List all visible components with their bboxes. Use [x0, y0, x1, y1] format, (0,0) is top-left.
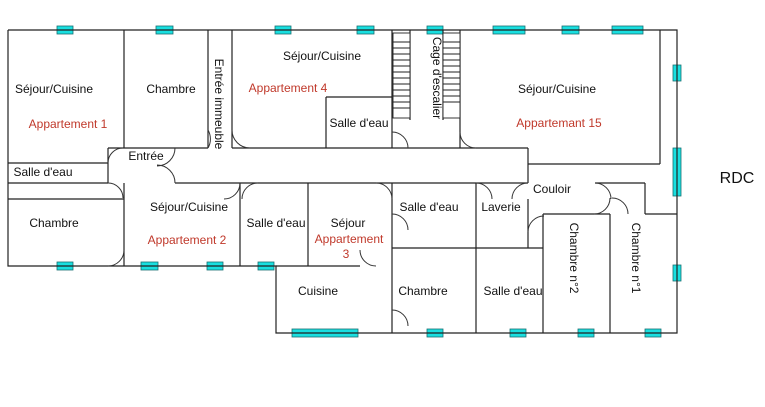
- room-label-cuisine-3: Cuisine: [298, 284, 338, 298]
- apartment-label-1: Appartement 1: [29, 117, 108, 131]
- room-label-entree: Entrée: [128, 149, 164, 163]
- room-label-sejour-3: Séjour: [331, 216, 366, 230]
- level-label: RDC: [720, 170, 755, 187]
- windows: [56, 25, 682, 338]
- apartment-label-3-line1: Appartement: [315, 232, 384, 246]
- room-label-sejour-cuisine-2: Séjour/Cuisine: [150, 200, 228, 214]
- apartment-label-4: Appartement 4: [249, 81, 328, 95]
- room-label-salle-eau-3: Salle d'eau: [399, 200, 458, 214]
- room-label-salle-eau-4: Salle d'eau: [329, 116, 388, 130]
- apartment-label-2: Appartement 2: [148, 233, 227, 247]
- room-label-cage-escalier: Cage d'escalier: [430, 37, 444, 119]
- room-label-chambre-nw: Chambre: [146, 82, 196, 96]
- room-labels: Séjour/Cuisine Appartement 1 Chambre Ent…: [13, 37, 643, 298]
- room-label-sejour-cuisine-15: Séjour/Cuisine: [518, 82, 596, 96]
- room-label-salle-eau-1: Salle d'eau: [13, 165, 72, 179]
- doors: [107, 129, 629, 327]
- room-label-salle-eau-15: Salle d'eau: [483, 284, 542, 298]
- room-label-laverie: Laverie: [481, 200, 521, 214]
- room-label-chambre-1: Chambre: [29, 216, 79, 230]
- room-label-entree-immeuble: Entrée immeuble: [212, 59, 226, 150]
- room-label-chambre-3: Chambre: [398, 284, 448, 298]
- staircase: [392, 32, 461, 119]
- apartment-label-15: Appartemant 15: [516, 116, 602, 130]
- room-label-chambre-n2: Chambre n°2: [567, 223, 581, 294]
- room-label-chambre-n1: Chambre n°1: [629, 223, 643, 294]
- room-label-couloir: Couloir: [533, 182, 571, 196]
- room-label-sejour-cuisine-1: Séjour/Cuisine: [15, 82, 93, 96]
- room-label-salle-eau-2: Salle d'eau: [246, 216, 305, 230]
- apartment-label-3-line2: 3: [343, 247, 350, 261]
- room-label-sejour-cuisine-4: Séjour/Cuisine: [283, 49, 361, 63]
